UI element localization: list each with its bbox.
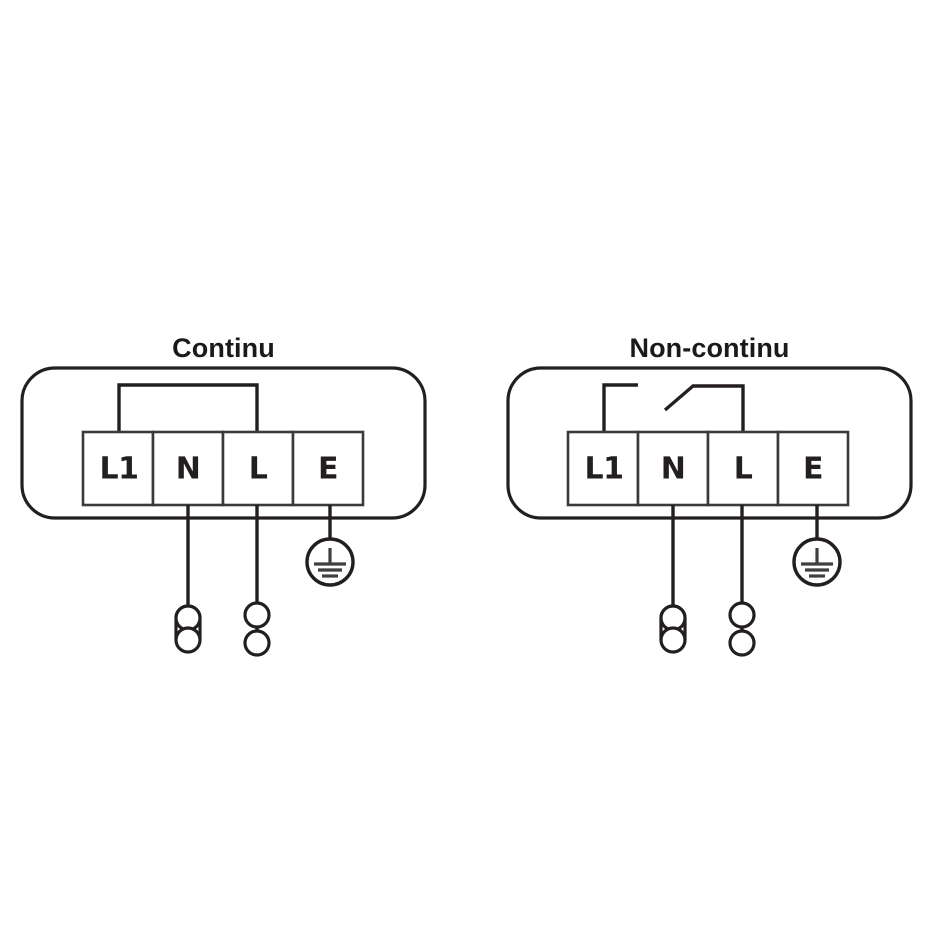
connector-n-capsule bbox=[659, 604, 687, 654]
switch-left-stub-wire bbox=[602, 383, 638, 432]
terminal-cell-e[interactable] bbox=[776, 430, 850, 507]
earth-ground-symbol bbox=[792, 537, 842, 587]
terminal-block-non-continu: L1 N L E bbox=[566, 430, 850, 507]
terminal-cell-e[interactable] bbox=[291, 430, 365, 507]
terminal-label-n: N bbox=[661, 452, 686, 487]
diagram-title-continu: Continu bbox=[172, 333, 275, 363]
terminal-cell-l[interactable] bbox=[706, 430, 780, 507]
connector-l-linked bbox=[243, 601, 271, 657]
diagram-continu: L1 N L E bbox=[20, 366, 427, 657]
enclosure-outline-continu bbox=[20, 366, 427, 520]
switch-right-stub-wire bbox=[692, 384, 745, 432]
continuous-link-wire bbox=[117, 383, 259, 432]
diagram-title-non-continu: Non-continu bbox=[629, 333, 790, 363]
terminal-label-n: N bbox=[176, 452, 201, 487]
terminal-cell-l1[interactable] bbox=[81, 430, 155, 507]
connector-n-capsule bbox=[174, 604, 202, 654]
diagram-non-continu: L1 N L E bbox=[506, 366, 913, 657]
terminal-block-continu: L1 N L E bbox=[81, 430, 365, 507]
terminal-label-l: L bbox=[249, 452, 268, 487]
connector-l-linked bbox=[728, 601, 756, 657]
terminal-label-e: E bbox=[803, 452, 823, 487]
switch-blade bbox=[663, 384, 695, 412]
terminal-cell-l1[interactable] bbox=[566, 430, 640, 507]
terminal-label-l: L bbox=[734, 452, 753, 487]
terminal-cell-n[interactable] bbox=[151, 430, 225, 507]
terminal-label-l1: L1 bbox=[585, 452, 624, 487]
terminal-label-l1: L1 bbox=[100, 452, 139, 487]
terminal-cell-n[interactable] bbox=[636, 430, 710, 507]
enclosure-outline-non-continu bbox=[506, 366, 913, 520]
earth-ground-symbol bbox=[305, 537, 355, 587]
terminal-label-e: E bbox=[318, 452, 338, 487]
